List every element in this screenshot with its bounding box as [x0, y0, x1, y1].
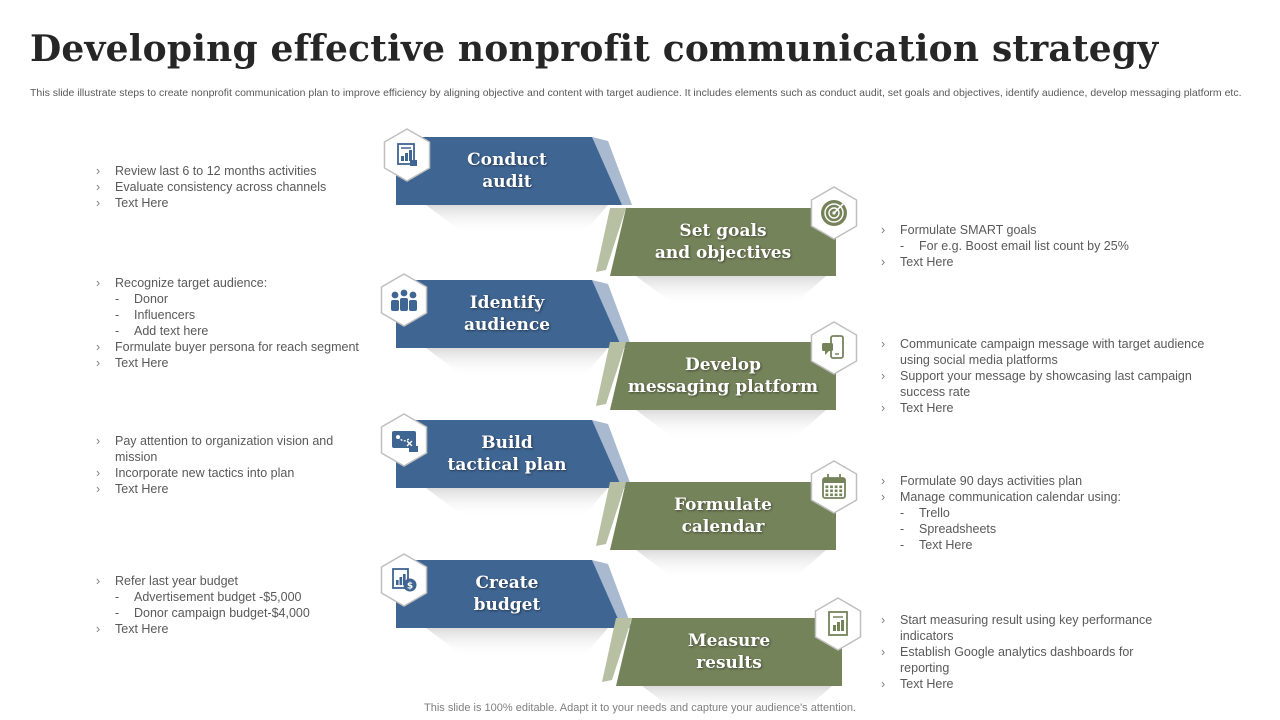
- bullet-item: Pay attention to organization vision and…: [96, 433, 336, 465]
- step-banner: [396, 420, 632, 518]
- step-icon-badge: [814, 597, 862, 651]
- step-bullet-list: Start measuring result using key perform…: [881, 612, 1181, 692]
- step-icon-badge: [810, 186, 858, 240]
- target-icon: [821, 200, 847, 226]
- step-banner: [396, 560, 632, 658]
- bullet-item: Recognize target audience:: [96, 275, 386, 291]
- bullet-item: Incorporate new tactics into plan: [96, 465, 336, 481]
- bullet-item: Review last 6 to 12 months activities: [96, 163, 356, 179]
- bullet-item: Text Here: [96, 195, 356, 211]
- bullet-item: Add text here: [96, 323, 386, 339]
- bullet-item: Text Here: [881, 537, 1181, 553]
- page-title: Developing effective nonprofit communica…: [30, 28, 1159, 70]
- step-banner: [396, 137, 632, 235]
- step-label: Develop messaging platform: [627, 355, 819, 397]
- bullet-item: For e.g. Boost email list count by 25%: [881, 238, 1181, 254]
- bullet-item: Formulate SMART goals: [881, 222, 1181, 238]
- step-bullet-list: Review last 6 to 12 months activitiesEva…: [96, 163, 356, 211]
- step-label: Build tactical plan: [447, 433, 567, 475]
- bullet-item: Formulate 90 days activities plan: [881, 473, 1181, 489]
- audience-group-icon: [391, 289, 417, 311]
- footer-note: This slide is 100% editable. Adapt it to…: [424, 702, 856, 714]
- step-bullet-list: Formulate SMART goalsFor e.g. Boost emai…: [881, 222, 1181, 270]
- mobile-message-icon: [822, 335, 844, 359]
- bullet-item: Support your message by showcasing last …: [881, 368, 1221, 400]
- step-label: Formulate calendar: [674, 495, 772, 537]
- step-banner: [596, 482, 836, 580]
- step-icon-badge: [810, 321, 858, 375]
- bullet-item: Spreadsheets: [881, 521, 1181, 537]
- bullet-item: Text Here: [96, 481, 336, 497]
- step-bullet-list: Pay attention to organization vision and…: [96, 433, 336, 497]
- step-bullet-list: Formulate 90 days activities planManage …: [881, 473, 1181, 553]
- step-label: Create budget: [473, 573, 541, 615]
- step-label: Measure results: [687, 631, 771, 673]
- page-subtitle: This slide illustrate steps to create no…: [30, 87, 1242, 99]
- bullet-item: Refer last year budget: [96, 573, 356, 589]
- step-bullet-list: Refer last year budgetAdvertisement budg…: [96, 573, 356, 637]
- audit-report-icon: [397, 143, 417, 166]
- bullet-item: Text Here: [881, 254, 1181, 270]
- svg-text:$: $: [407, 582, 413, 592]
- kpi-report-icon: [828, 611, 848, 636]
- bullet-item: Donor campaign budget-$4,000: [96, 605, 356, 621]
- bullet-item: Text Here: [881, 400, 1221, 416]
- bullet-item: Text Here: [96, 621, 356, 637]
- step-banner: [396, 280, 632, 378]
- step-label: Set goals and objectives: [654, 221, 792, 263]
- bullet-item: Communicate campaign message with target…: [881, 336, 1221, 368]
- step-banner: [596, 342, 836, 440]
- bullet-item: Trello: [881, 505, 1181, 521]
- step-icon-badge: [380, 413, 428, 467]
- step-icon-badge: [383, 128, 431, 182]
- bullet-item: Formulate buyer persona for reach segmen…: [96, 339, 386, 355]
- step-label: Identify audience: [463, 293, 551, 335]
- bullet-item: Establish Google analytics dashboards fo…: [881, 644, 1181, 676]
- step-banner: [602, 618, 842, 716]
- step-banner: [596, 208, 836, 306]
- step-icon-badge: $: [380, 553, 428, 607]
- step-bullet-list: Recognize target audience:DonorInfluence…: [96, 275, 386, 371]
- bullet-item: Text Here: [96, 355, 386, 371]
- tactical-map-icon: [392, 431, 418, 452]
- bullet-item: Evaluate consistency across channels: [96, 179, 356, 195]
- bullet-item: Advertisement budget -$5,000: [96, 589, 356, 605]
- calendar-icon: [822, 474, 846, 499]
- step-icon-badge: [810, 460, 858, 514]
- bullet-item: Influencers: [96, 307, 386, 323]
- bullet-item: Manage communication calendar using:: [881, 489, 1181, 505]
- step-bullet-list: Communicate campaign message with target…: [881, 336, 1221, 416]
- budget-icon: $: [392, 568, 417, 592]
- bullet-item: Text Here: [881, 676, 1181, 692]
- step-label: Conduct audit: [467, 150, 547, 192]
- bullet-item: Start measuring result using key perform…: [881, 612, 1181, 644]
- bullet-item: Donor: [96, 291, 386, 307]
